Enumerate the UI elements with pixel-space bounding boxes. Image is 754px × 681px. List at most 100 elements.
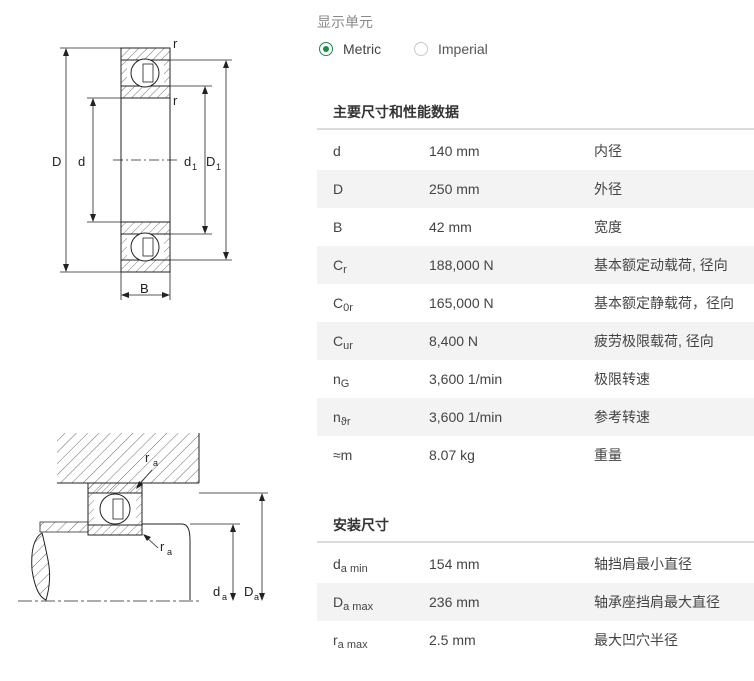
symbol: d <box>333 143 341 159</box>
radio-checked-icon[interactable] <box>319 42 333 56</box>
radio-unchecked-icon[interactable] <box>414 42 428 56</box>
symbol-subscript: ur <box>343 340 353 352</box>
section-divider <box>317 541 754 543</box>
value-cell: 165,000 N <box>429 295 494 311</box>
symbol-subscript: r <box>343 264 347 276</box>
symbol-cell: ra max <box>317 632 429 651</box>
metric-radio[interactable]: Metric <box>319 41 381 57</box>
label-D1-sub: 1 <box>216 162 221 172</box>
label-D: D <box>52 154 61 169</box>
symbol-cell: D <box>317 181 429 197</box>
symbol: D <box>333 181 344 197</box>
value-cell: 3,600 1/min <box>429 371 503 387</box>
symbol-cell: ≈m <box>317 447 429 463</box>
symbol: C <box>333 295 344 311</box>
value-cell: 2.5 mm <box>429 632 476 648</box>
table-row: D 250 mm 外径 <box>317 170 754 208</box>
label-r-mid: r <box>173 93 178 108</box>
description-cell: 内径 <box>594 143 622 159</box>
value-cell: 3,600 1/min <box>429 409 503 425</box>
symbol-subscript: 0r <box>343 302 353 314</box>
table-row: d 140 mm 内径 <box>317 132 754 170</box>
label-Da: D <box>244 584 253 599</box>
symbol: r <box>333 632 338 648</box>
label-D1: D <box>206 154 215 169</box>
symbol: D <box>333 594 344 610</box>
description-cell: 极限转速 <box>594 371 650 387</box>
label-ra-top: r <box>145 450 150 465</box>
metric-label: Metric <box>343 41 382 57</box>
symbol-subscript: a max <box>343 601 374 613</box>
description-cell: 基本额定动载荷, 径向 <box>594 257 728 273</box>
value-cell: 236 mm <box>429 594 480 610</box>
symbol: C <box>333 333 344 349</box>
drawings-panel: D d d 1 D 1 <box>0 0 310 676</box>
symbol-subscript: G <box>340 378 350 390</box>
symbol-cell: C0r <box>317 295 429 314</box>
description-cell: 参考转速 <box>594 409 650 425</box>
table-row: ≈m 8.07 kg 重量 <box>317 436 754 474</box>
symbol-subscript: a min <box>340 563 368 575</box>
value-cell: 8,400 N <box>429 333 479 349</box>
description-cell: 轴承座挡肩最大直径 <box>594 594 720 610</box>
label-d: d <box>78 154 85 169</box>
label-ra-mid-sub: a <box>167 547 172 557</box>
value-cell: 188,000 N <box>429 257 494 273</box>
value-cell: 140 mm <box>429 143 480 159</box>
symbol-cell: Da max <box>317 594 429 613</box>
label-Da-sub: a <box>254 592 259 602</box>
mounting-drawing: r a r a d a D a <box>18 433 268 602</box>
value-cell: 42 mm <box>429 219 472 235</box>
section-title-mounting-dimensions: 安装尺寸 <box>333 517 389 533</box>
symbol: ≈m <box>333 447 353 463</box>
label-da: d <box>213 584 220 599</box>
symbol: n <box>333 371 341 387</box>
units-label: 显示单元 <box>317 14 373 30</box>
symbol-cell: da min <box>317 556 429 575</box>
symbol-subscript: a max <box>337 639 368 651</box>
symbol-cell: Cur <box>317 333 429 352</box>
data-panel: 显示单元 Metric Imperial 主要尺寸和性能数据 d 140 mm 内径… <box>317 0 754 676</box>
bearing-section-drawing: D d d 1 D 1 <box>52 36 232 300</box>
symbol-subscript: ϑr <box>340 416 351 428</box>
imperial-radio[interactable]: Imperial <box>414 41 488 57</box>
symbol: C <box>333 257 344 273</box>
label-B: B <box>140 281 149 296</box>
bearing-drawings: D d d 1 D 1 <box>18 36 268 602</box>
symbol: B <box>333 219 343 235</box>
table-row: B 42 mm 宽度 <box>317 208 754 246</box>
description-cell: 最大凹穴半径 <box>594 632 678 648</box>
label-r-top: r <box>173 36 178 51</box>
description-cell: 重量 <box>594 447 622 463</box>
description-cell: 宽度 <box>594 219 622 235</box>
label-d1: d <box>184 154 191 169</box>
table-row: nG 3,600 1/min 极限转速 <box>317 360 754 398</box>
label-ra-mid: r <box>160 539 165 554</box>
value-cell: 154 mm <box>429 556 480 572</box>
imperial-label: Imperial <box>438 41 488 57</box>
symbol-cell: B <box>317 219 429 235</box>
description-cell: 疲劳极限载荷, 径向 <box>594 333 714 349</box>
description-cell: 外径 <box>594 181 622 197</box>
symbol: n <box>333 409 341 425</box>
label-d1-sub: 1 <box>192 162 197 172</box>
symbol-cell: d <box>317 143 429 159</box>
description-cell: 基本额定静载荷，径向 <box>594 295 734 311</box>
symbol-cell: nϑr <box>317 409 429 428</box>
label-da-sub: a <box>222 592 227 602</box>
section-title-main-dimensions: 主要尺寸和性能数据 <box>333 104 459 120</box>
value-cell: 8.07 kg <box>429 447 475 463</box>
symbol: d <box>333 556 341 572</box>
symbol-cell: Cr <box>317 257 429 276</box>
value-cell: 250 mm <box>429 181 480 197</box>
label-ra-top-sub: a <box>153 458 158 468</box>
